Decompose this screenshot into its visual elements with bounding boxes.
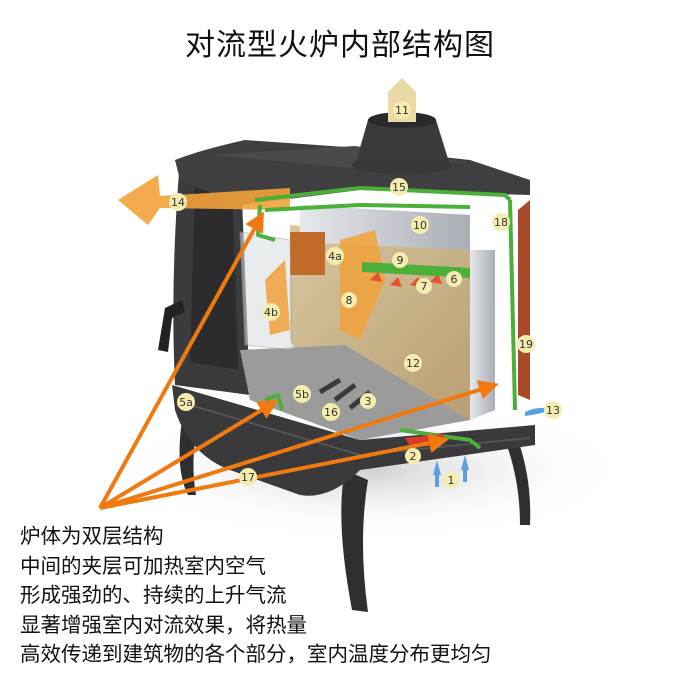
svg-text:9: 9 xyxy=(397,254,404,267)
svg-text:7: 7 xyxy=(421,280,428,293)
svg-text:11: 11 xyxy=(395,104,409,117)
svg-text:4a: 4a xyxy=(328,250,342,263)
caption-line: 显著增强室内对流效果，将热量 xyxy=(20,612,307,637)
air-channel-4a xyxy=(290,232,325,275)
callout-5a: 5a xyxy=(177,393,195,411)
svg-text:17: 17 xyxy=(241,471,255,484)
flue-collar xyxy=(352,112,452,174)
page-title: 对流型火炉内部结构图 xyxy=(185,28,495,63)
callout-12: 12 xyxy=(404,354,422,372)
callout-4b: 4b xyxy=(262,303,280,321)
svg-text:13: 13 xyxy=(546,404,560,417)
callout-3: 3 xyxy=(360,393,376,409)
svg-text:4b: 4b xyxy=(264,306,278,319)
callout-9: 9 xyxy=(392,252,408,268)
caption-line: 炉体为双层结构 xyxy=(20,524,164,548)
steel-column xyxy=(470,250,495,420)
svg-text:3: 3 xyxy=(365,395,372,408)
baffle-plate-9 xyxy=(362,262,470,278)
callout-markers: 1 2 3 4a 4b 5a 5b 6 7 8 9 10 11 12 13 14… xyxy=(169,101,562,488)
svg-text:19: 19 xyxy=(519,338,533,351)
firebox-floor xyxy=(240,345,470,440)
callout-1: 1 xyxy=(443,472,459,488)
door-handle xyxy=(158,300,185,352)
callout-10: 10 xyxy=(411,216,429,234)
callout-15: 15 xyxy=(390,178,408,196)
callout-6: 6 xyxy=(446,271,462,287)
double-wall-jacket xyxy=(254,186,517,450)
svg-text:18: 18 xyxy=(494,216,508,229)
caption-line: 形成强劲的、持续的上升气流 xyxy=(20,583,287,607)
svg-text:12: 12 xyxy=(406,357,420,370)
svg-text:8: 8 xyxy=(346,294,353,307)
svg-text:16: 16 xyxy=(324,406,338,419)
description-caption: 炉体为双层结构 中间的夹层可加热室内空气 形成强劲的、持续的上升气流 显著增强室… xyxy=(20,522,492,670)
callout-8: 8 xyxy=(341,292,357,308)
callout-2: 2 xyxy=(405,448,421,464)
svg-text:5b: 5b xyxy=(295,388,309,401)
svg-text:1: 1 xyxy=(448,474,455,487)
callout-16: 16 xyxy=(322,403,340,421)
svg-text:10: 10 xyxy=(413,219,427,232)
caption-line: 中间的夹层可加热室内空气 xyxy=(20,553,266,578)
callout-7: 7 xyxy=(416,278,432,294)
callout-19: 19 xyxy=(517,335,535,353)
caption-line: 高效传递到建筑物的各个部分，室内温度分布更均匀 xyxy=(20,642,492,666)
svg-text:15: 15 xyxy=(392,181,406,194)
callout-13: 13 xyxy=(544,401,562,419)
rear-heat-shield-19 xyxy=(518,200,530,400)
steel-baffle-10 xyxy=(300,205,470,250)
callout-11: 11 xyxy=(393,101,411,119)
callout-17: 17 xyxy=(239,468,257,486)
convection-arrows xyxy=(98,211,499,510)
svg-text:14: 14 xyxy=(171,196,185,209)
svg-text:5a: 5a xyxy=(179,396,193,409)
svg-text:2: 2 xyxy=(410,450,417,463)
callout-14: 14 xyxy=(169,193,187,211)
callout-5b: 5b xyxy=(293,385,311,403)
svg-text:6: 6 xyxy=(451,273,458,286)
callout-4a: 4a xyxy=(326,247,344,265)
callout-18: 18 xyxy=(492,213,510,231)
convection-outflow-14 xyxy=(118,175,290,225)
